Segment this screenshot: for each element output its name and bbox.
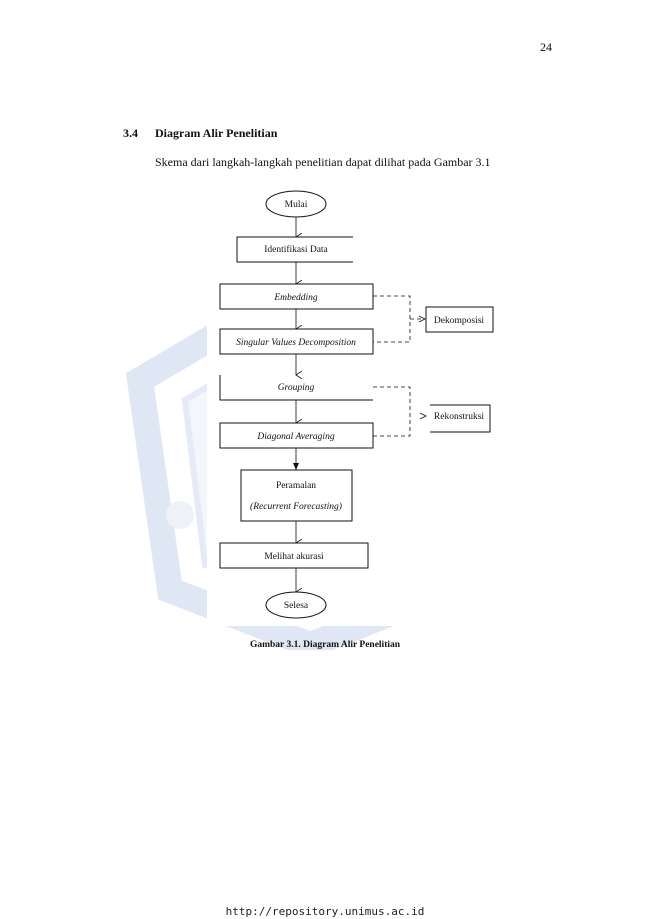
section-title: Diagram Alir Penelitian <box>155 126 278 140</box>
rekonstruksi-bracket <box>373 386 411 437</box>
peramalan-label: Peramalan <box>276 481 316 491</box>
figure-caption: Gambar 3.1. Diagram Alir Penelitian <box>249 640 401 650</box>
akurasi-label: Melihat akurasi <box>264 552 324 562</box>
identifikasi-box <box>236 236 353 263</box>
section-heading: 3.4 Diagram Alir Penelitian <box>123 126 277 141</box>
footer-url[interactable]: http://repository.unimus.ac.id <box>225 905 425 918</box>
svd-box <box>219 328 374 355</box>
diagonal-label: Diagonal Averaging <box>256 432 334 442</box>
svd-label: Singular Values Decomposition <box>236 338 356 348</box>
dekomposisi-label: Dekomposisi <box>434 316 485 326</box>
grouping-label: Grouping <box>278 383 315 393</box>
end-label: Selesa <box>284 601 309 611</box>
akurasi-box <box>219 542 369 569</box>
diagonal-box <box>219 422 374 449</box>
rekonstruksi-box <box>430 404 491 433</box>
embedding-label: Embedding <box>273 293 318 303</box>
peramalan-sublabel: (Recurrent Forecasting) <box>250 501 342 512</box>
end-node <box>265 591 327 619</box>
embedding-box <box>219 283 374 310</box>
peramalan-box <box>240 469 353 522</box>
rekonstruksi-label: Rekonstruksi <box>434 412 485 422</box>
dekomposisi-bracket <box>373 295 424 343</box>
arrowhead-peramalan <box>293 463 299 470</box>
section-number: 3.4 <box>123 126 138 140</box>
identifikasi-label: Identifikasi Data <box>264 244 328 255</box>
intro-paragraph: Skema dari langkah-langkah penelitian da… <box>155 155 491 169</box>
rekonstruksi-arrowhead <box>419 412 427 420</box>
page-number: 24 <box>540 40 552 54</box>
dekomposisi-box <box>425 306 494 333</box>
start-label: Mulai <box>285 200 308 210</box>
grouping-box <box>219 375 373 401</box>
dekomposisi-arrowhead <box>418 315 426 323</box>
